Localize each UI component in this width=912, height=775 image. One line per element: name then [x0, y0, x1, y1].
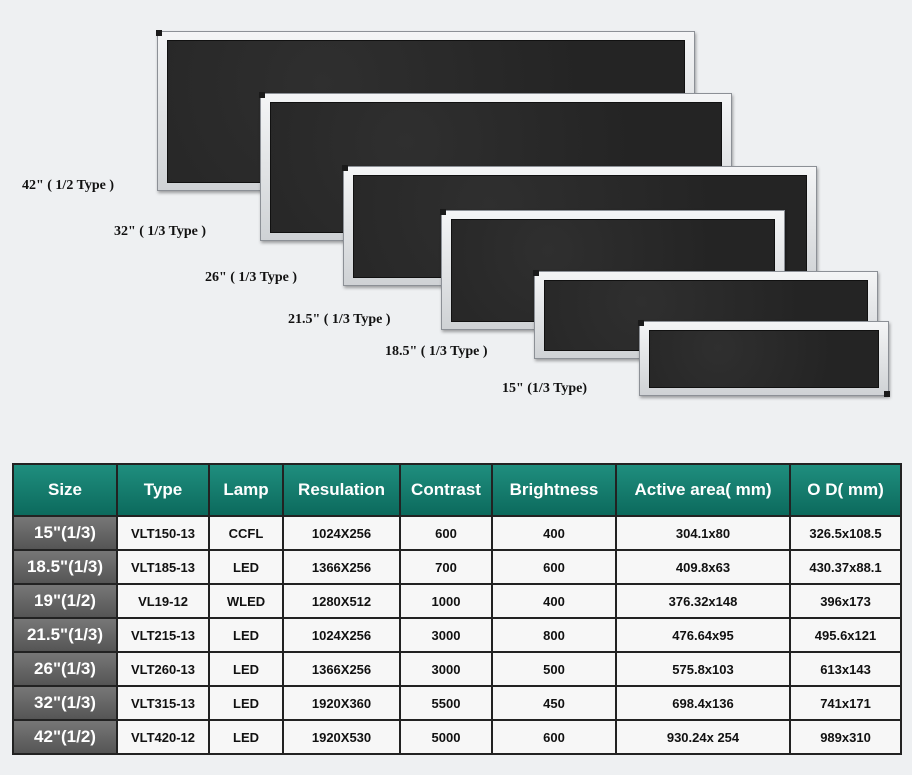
contrast-cell: 700 [399, 549, 493, 585]
resolution-cell: 1366X256 [282, 651, 401, 687]
table-header-row: Size Type Lamp Resulation Contrast Brigh… [12, 463, 902, 517]
panel-screen [649, 330, 879, 388]
panel-label-26: 26" ( 1/3 Type ) [205, 270, 298, 285]
contrast-cell: 5000 [399, 719, 493, 755]
contrast-cell: 1000 [399, 583, 493, 619]
type-cell: VLT215-13 [116, 617, 210, 653]
column-header-resolution: Resulation [282, 463, 401, 517]
od-cell: 396x173 [789, 583, 902, 619]
brightness-cell: 800 [491, 617, 617, 653]
lamp-cell: LED [208, 549, 284, 585]
type-cell: VLT420-12 [116, 719, 210, 755]
lamp-cell: LED [208, 719, 284, 755]
brightness-cell: 600 [491, 719, 617, 755]
brightness-cell: 400 [491, 515, 617, 551]
size-cell: 15"(1/3) [12, 515, 118, 551]
type-cell: VLT150-13 [116, 515, 210, 551]
size-cell: 26"(1/3) [12, 651, 118, 687]
brightness-cell: 400 [491, 583, 617, 619]
resolution-cell: 1366X256 [282, 549, 401, 585]
table-row: 42"(1/2) VLT420-12 LED 1920X530 5000 600… [12, 719, 902, 755]
active-area-cell: 930.24x 254 [615, 719, 791, 755]
column-header-size: Size [12, 463, 118, 517]
resolution-cell: 1920X530 [282, 719, 401, 755]
size-cell: 21.5"(1/3) [12, 617, 118, 653]
od-cell: 430.37x88.1 [789, 549, 902, 585]
panel-label-32: 32" ( 1/3 Type ) [114, 224, 207, 239]
od-cell: 326.5x108.5 [789, 515, 902, 551]
specifications-table: Size Type Lamp Resulation Contrast Brigh… [12, 463, 902, 755]
size-cell: 32"(1/3) [12, 685, 118, 721]
column-header-od: O D( mm) [789, 463, 902, 517]
panel-15-inch [638, 320, 890, 397]
resolution-cell: 1920X360 [282, 685, 401, 721]
column-header-active-area: Active area( mm) [615, 463, 791, 517]
od-cell: 741x171 [789, 685, 902, 721]
column-header-brightness: Brightness [491, 463, 617, 517]
size-cell: 42"(1/2) [12, 719, 118, 755]
column-header-type: Type [116, 463, 210, 517]
active-area-cell: 409.8x63 [615, 549, 791, 585]
table-row: 26"(1/3) VLT260-13 LED 1366X256 3000 500… [12, 651, 902, 687]
size-cell: 19"(1/2) [12, 583, 118, 619]
brightness-cell: 450 [491, 685, 617, 721]
active-area-cell: 575.8x103 [615, 651, 791, 687]
od-cell: 495.6x121 [789, 617, 902, 653]
lamp-cell: LED [208, 651, 284, 687]
active-area-cell: 476.64x95 [615, 617, 791, 653]
active-area-cell: 304.1x80 [615, 515, 791, 551]
size-cell: 18.5"(1/3) [12, 549, 118, 585]
panel-label-15: 15" (1/3 Type) [502, 381, 588, 396]
resolution-cell: 1024X256 [282, 617, 401, 653]
resolution-cell: 1024X256 [282, 515, 401, 551]
table-row: 32"(1/3) VLT315-13 LED 1920X360 5500 450… [12, 685, 902, 721]
lamp-cell: WLED [208, 583, 284, 619]
panel-label-18-5: 18.5" ( 1/3 Type ) [385, 344, 488, 359]
contrast-cell: 3000 [399, 617, 493, 653]
active-area-cell: 376.32x148 [615, 583, 791, 619]
table-row: 18.5"(1/3) VLT185-13 LED 1366X256 700 60… [12, 549, 902, 585]
contrast-cell: 3000 [399, 651, 493, 687]
lamp-cell: CCFL [208, 515, 284, 551]
table-row: 19"(1/2) VL19-12 WLED 1280X512 1000 400 … [12, 583, 902, 619]
resolution-cell: 1280X512 [282, 583, 401, 619]
column-header-lamp: Lamp [208, 463, 284, 517]
active-area-cell: 698.4x136 [615, 685, 791, 721]
panel-label-42: 42" ( 1/2 Type ) [22, 178, 115, 193]
lamp-cell: LED [208, 685, 284, 721]
od-cell: 613x143 [789, 651, 902, 687]
type-cell: VLT315-13 [116, 685, 210, 721]
od-cell: 989x310 [789, 719, 902, 755]
table-row: 15"(1/3) VLT150-13 CCFL 1024X256 600 400… [12, 515, 902, 551]
contrast-cell: 5500 [399, 685, 493, 721]
panel-label-21-5: 21.5" ( 1/3 Type ) [288, 312, 391, 327]
table-row: 21.5"(1/3) VLT215-13 LED 1024X256 3000 8… [12, 617, 902, 653]
type-cell: VLT260-13 [116, 651, 210, 687]
contrast-cell: 600 [399, 515, 493, 551]
column-header-contrast: Contrast [399, 463, 493, 517]
product-illustration: 42" ( 1/2 Type ) 32" ( 1/3 Type ) 26" ( … [22, 30, 890, 397]
lamp-cell: LED [208, 617, 284, 653]
brightness-cell: 600 [491, 549, 617, 585]
type-cell: VL19-12 [116, 583, 210, 619]
brightness-cell: 500 [491, 651, 617, 687]
type-cell: VLT185-13 [116, 549, 210, 585]
